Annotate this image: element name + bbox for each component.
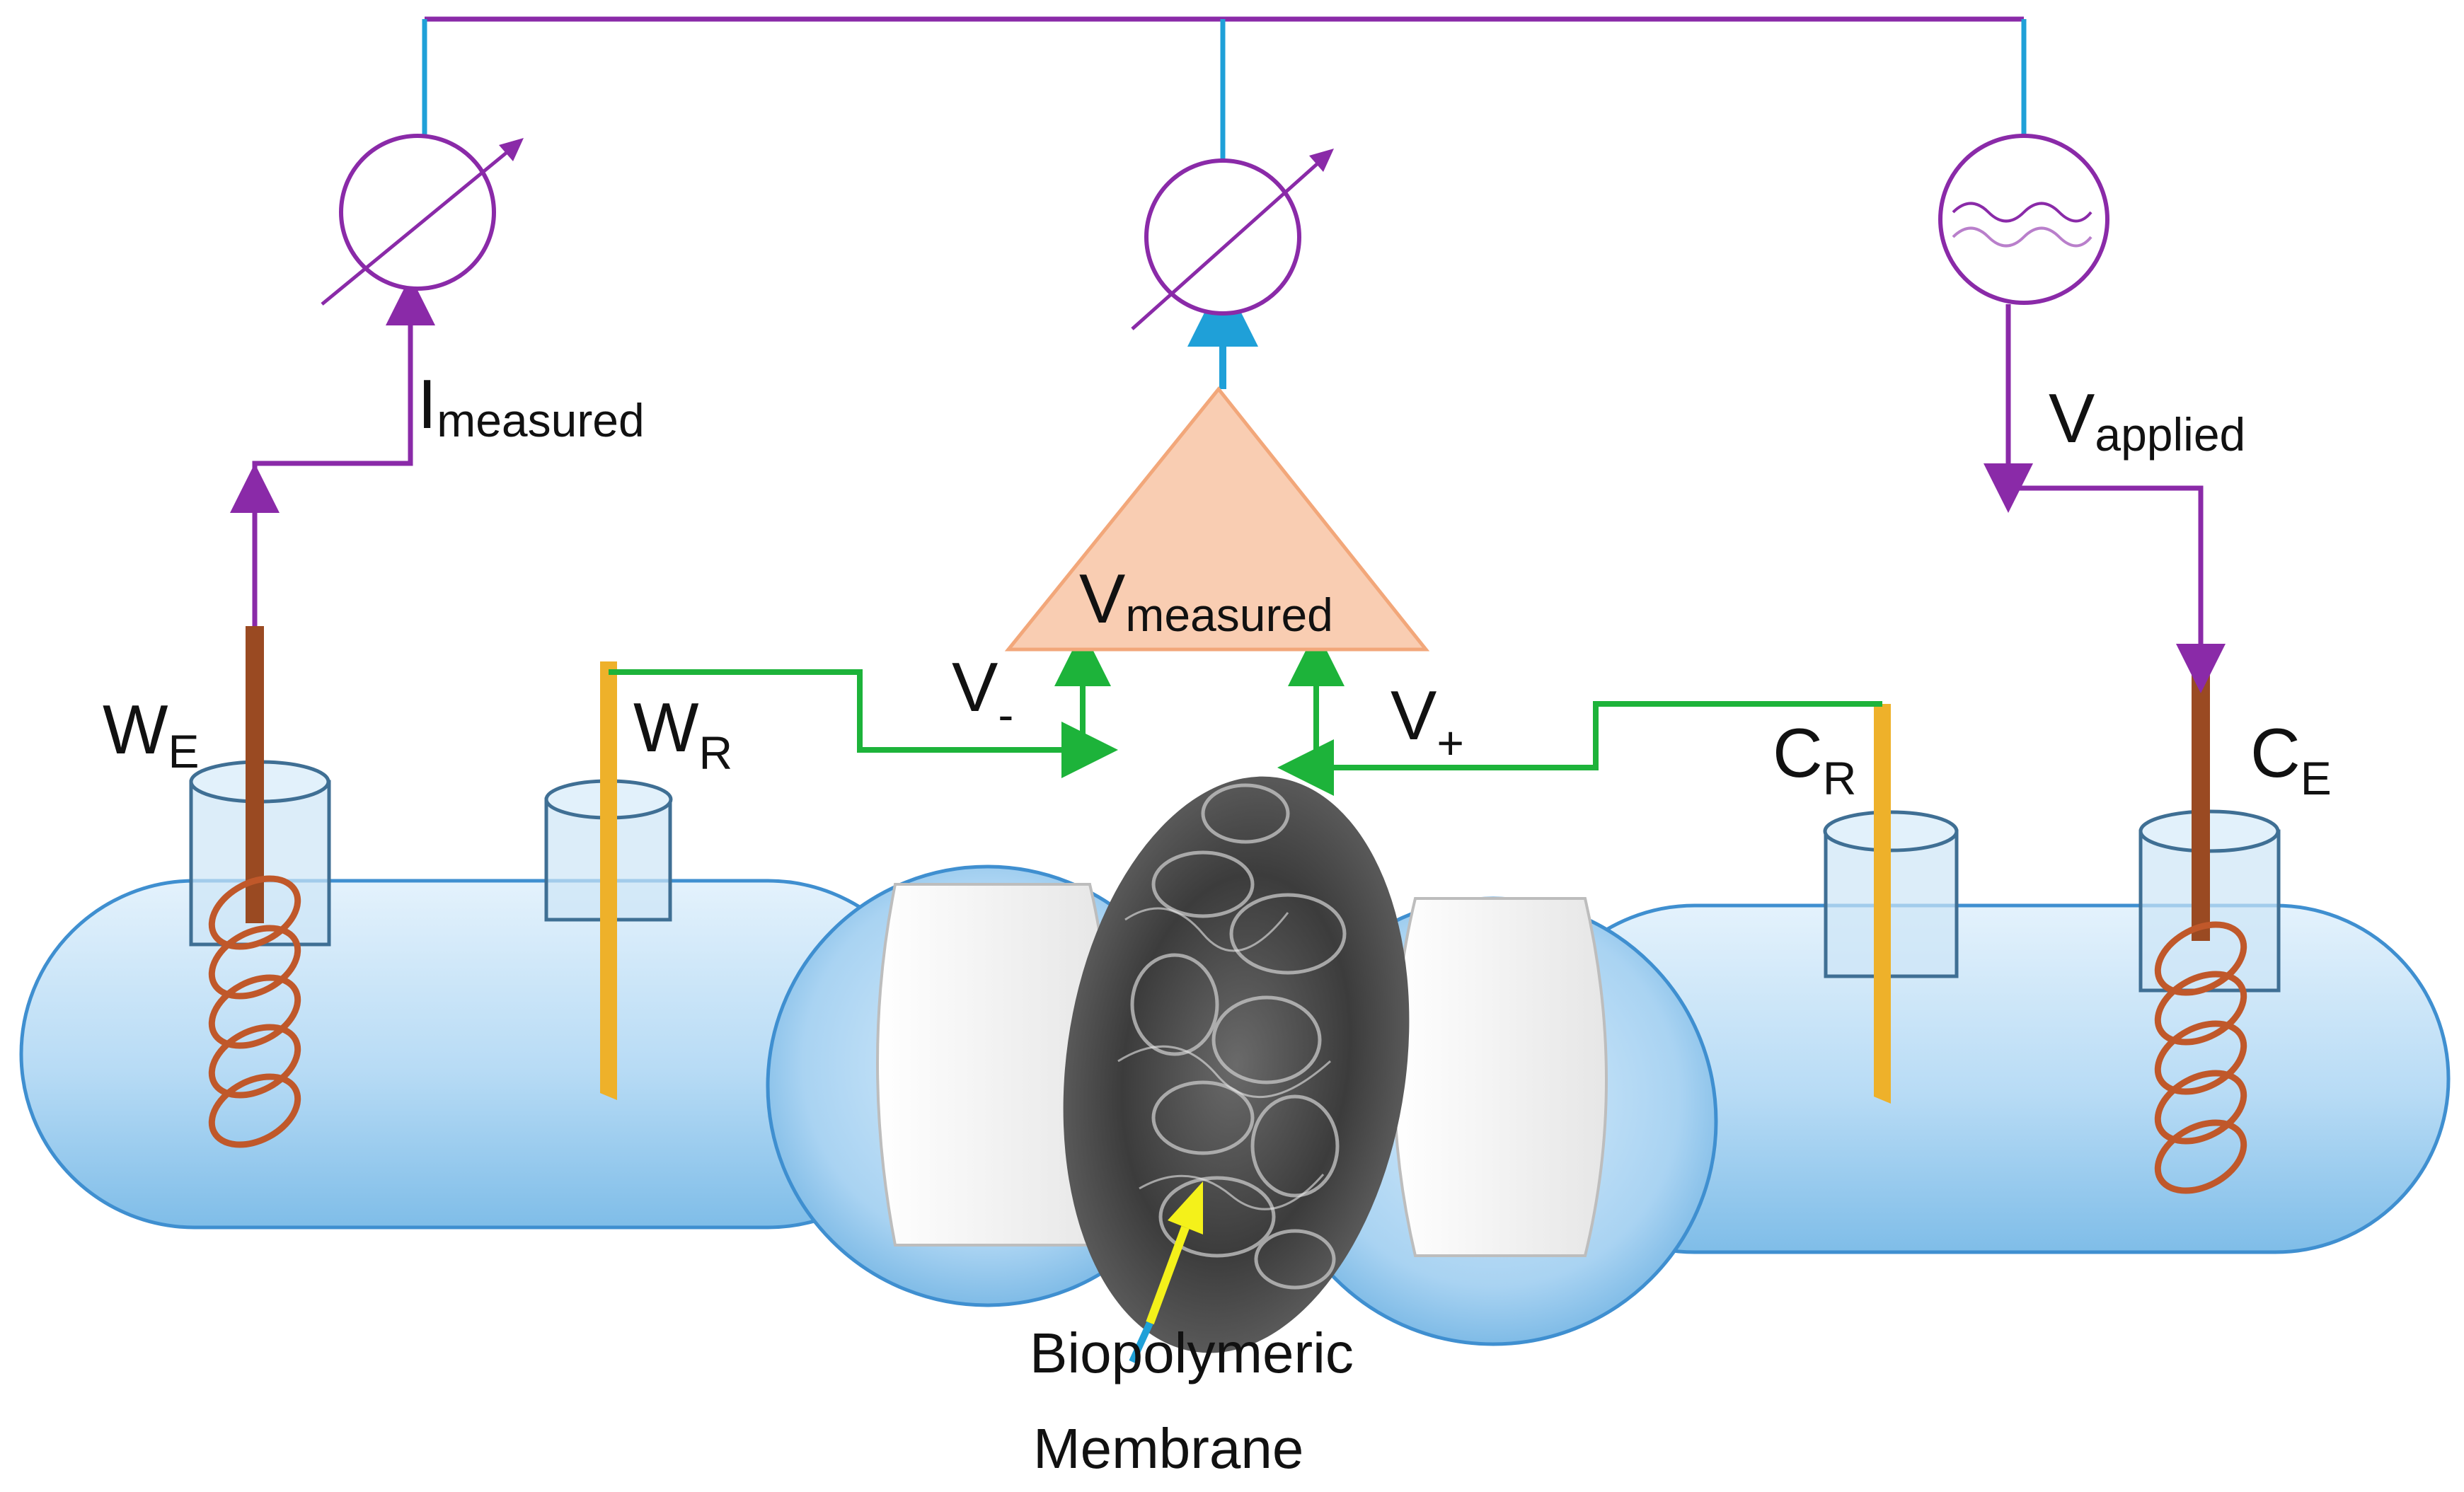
membrane-label-line1: Biopolymeric	[1030, 1322, 1354, 1384]
membrane-pointer-arrow	[1129, 1181, 1203, 1364]
v-applied-wire	[2005, 304, 2204, 672]
v-minus-label: V-	[952, 648, 1013, 741]
v-measured-label: Vmeasured	[1079, 560, 1333, 641]
ammeter-icon	[321, 134, 524, 306]
right-disk	[1393, 897, 1608, 1257]
counter-electrode	[2154, 672, 2247, 1194]
cr-label: CR	[1773, 714, 1856, 804]
biopolymeric-membrane	[1063, 776, 1410, 1353]
i-measured-label: Imeasured	[418, 365, 645, 446]
v-plus-label: V+	[1391, 676, 1464, 769]
membrane-label-line2: Membrane	[1033, 1417, 1303, 1480]
voltmeter-icon	[1131, 149, 1334, 330]
v-plus-wire	[1313, 661, 1882, 770]
ce-label: CE	[2250, 714, 2332, 804]
v-applied-label: Vapplied	[2049, 379, 2245, 461]
wr-label: WR	[633, 688, 732, 779]
amplifier-triangle	[1004, 386, 1430, 652]
working-electrode	[208, 626, 301, 1148]
we-label: WE	[103, 690, 200, 777]
working-reference-electrode	[600, 661, 617, 1100]
ac-source-icon	[1938, 134, 2109, 305]
i-measured-wire	[252, 318, 413, 626]
v-minus-wire	[609, 661, 1086, 753]
counter-reference-electrode	[1874, 704, 1891, 1104]
meter-supply-wires	[422, 19, 2027, 163]
